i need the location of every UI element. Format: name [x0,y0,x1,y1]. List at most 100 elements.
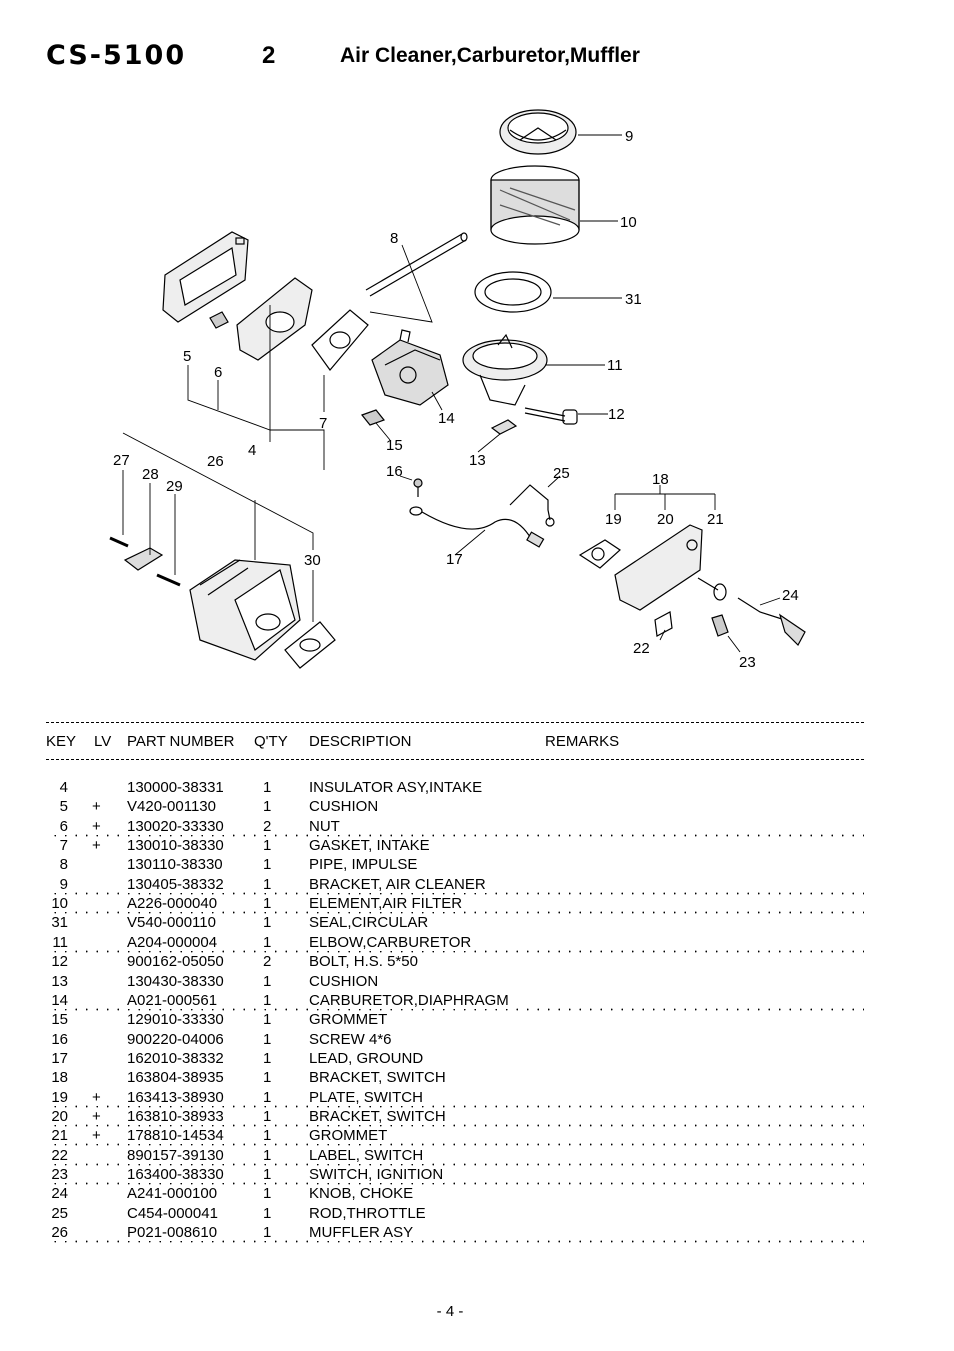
cell-part-number: A204-000004 [127,933,219,951]
part-label-switch [654,611,673,637]
cell-key: 5 [46,798,69,816]
cell-key: 19 [46,1088,69,1106]
cell-key: 26 [46,1224,69,1242]
cell-qty: 1 [263,972,273,990]
callout-7: 7 [319,415,327,432]
cell-lv: + [92,798,102,816]
cell-key: 23 [46,1166,69,1183]
cell-description: GASKET, INTAKE [309,837,431,855]
callout-16: 16 [386,463,403,480]
cell-part-number: 163804-38935 [127,1069,225,1087]
cell-part-number: 130430-38330 [127,972,225,990]
callout-13: 13 [469,452,486,469]
cell-description: MUFFLER ASY [309,1224,415,1242]
callout-9: 9 [625,128,633,145]
cell-qty: 1 [263,1107,273,1125]
cell-qty: 1 [263,1204,273,1222]
cell-description: CUSHION [309,798,380,816]
part-air-filter [490,165,580,245]
callout-10: 10 [620,214,637,231]
callout-11: 11 [607,357,623,374]
cell-part-number: A021-000561 [127,991,219,1009]
callout-4: 4 [248,442,256,459]
table-top-rule [46,722,864,723]
part-carburetor [371,329,449,406]
cell-key: 7 [46,837,69,855]
cell-lv: + [92,837,102,855]
cell-part-number: V420-001130 [127,798,217,816]
cell-description: GROMMET [309,1127,389,1145]
cell-lv: + [92,1127,102,1145]
cell-qty: 1 [263,1088,273,1106]
cell-description: PIPE, IMPULSE [309,856,419,874]
callout-6: 6 [214,364,222,381]
col-header-remarks: REMARKS [545,733,620,750]
cell-description: SWITCH, IGNITION [309,1166,445,1183]
cell-qty: 1 [263,933,273,951]
cell-part-number: V540-000110 [127,914,217,932]
cell-part-number: 178810-14534 [127,1127,225,1145]
cell-qty: 1 [263,1224,273,1242]
cell-key: 24 [46,1185,69,1203]
cell-description: BRACKET, AIR CLEANER [309,875,487,893]
cell-part-number: A226-000040 [127,895,219,913]
cell-key: 8 [46,856,69,874]
part-lead-ground [409,506,545,548]
cell-part-number: 130010-38330 [127,837,225,855]
part-bracket-air-cleaner [499,109,577,155]
part-muffler-bolt-27 [109,536,129,548]
cell-part-number: 900220-04006 [127,1030,225,1048]
callout-23: 23 [739,654,756,671]
cell-part-number: 890157-39130 [127,1146,225,1164]
cell-part-number: 900162-05050 [127,953,225,971]
cell-qty: 2 [263,953,273,971]
cell-description: ELBOW,CARBURETOR [309,933,473,951]
cell-description: ROD,THROTTLE [309,1204,427,1222]
cell-qty: 1 [263,991,273,1009]
callout-27: 27 [113,452,130,469]
cell-description: INSULATOR ASY,INTAKE [309,779,484,796]
part-muffler-gasket [284,621,336,669]
callout-19: 19 [605,511,622,528]
cell-qty: 1 [263,1030,273,1048]
cell-qty: 1 [263,1146,273,1164]
part-switch-bracket [578,524,727,611]
part-pipe-impulse [365,232,468,297]
callout-24: 24 [782,587,799,604]
cell-description: NUT [309,817,341,835]
callout-31: 31 [625,291,642,308]
cell-description: SEAL,CIRCULAR [309,914,430,932]
cell-lv: + [92,1088,102,1106]
cell-qty: 1 [263,798,273,816]
cell-description: ELEMENT,AIR FILTER [309,895,464,913]
cell-key: 15 [46,1011,69,1029]
part-screw [413,478,423,497]
cell-key: 10 [46,895,69,913]
cell-key: 18 [46,1069,69,1087]
section-title: Air Cleaner,Carburetor,Muffler [340,44,640,67]
cell-qty: 1 [263,1069,273,1087]
cell-key: 25 [46,1204,69,1222]
cell-part-number: C454-000041 [127,1204,219,1222]
cell-part-number: 130405-38332 [127,875,225,893]
table-header-rule [46,759,864,760]
cell-qty: 1 [263,779,273,796]
col-header-key: KEY [46,733,77,750]
callout-5: 5 [183,348,191,365]
part-insulator [236,277,313,361]
cell-description: GROMMET [309,1011,389,1029]
part-bolt [524,407,578,425]
callout-22: 22 [633,640,650,657]
cell-lv: + [92,1107,102,1125]
